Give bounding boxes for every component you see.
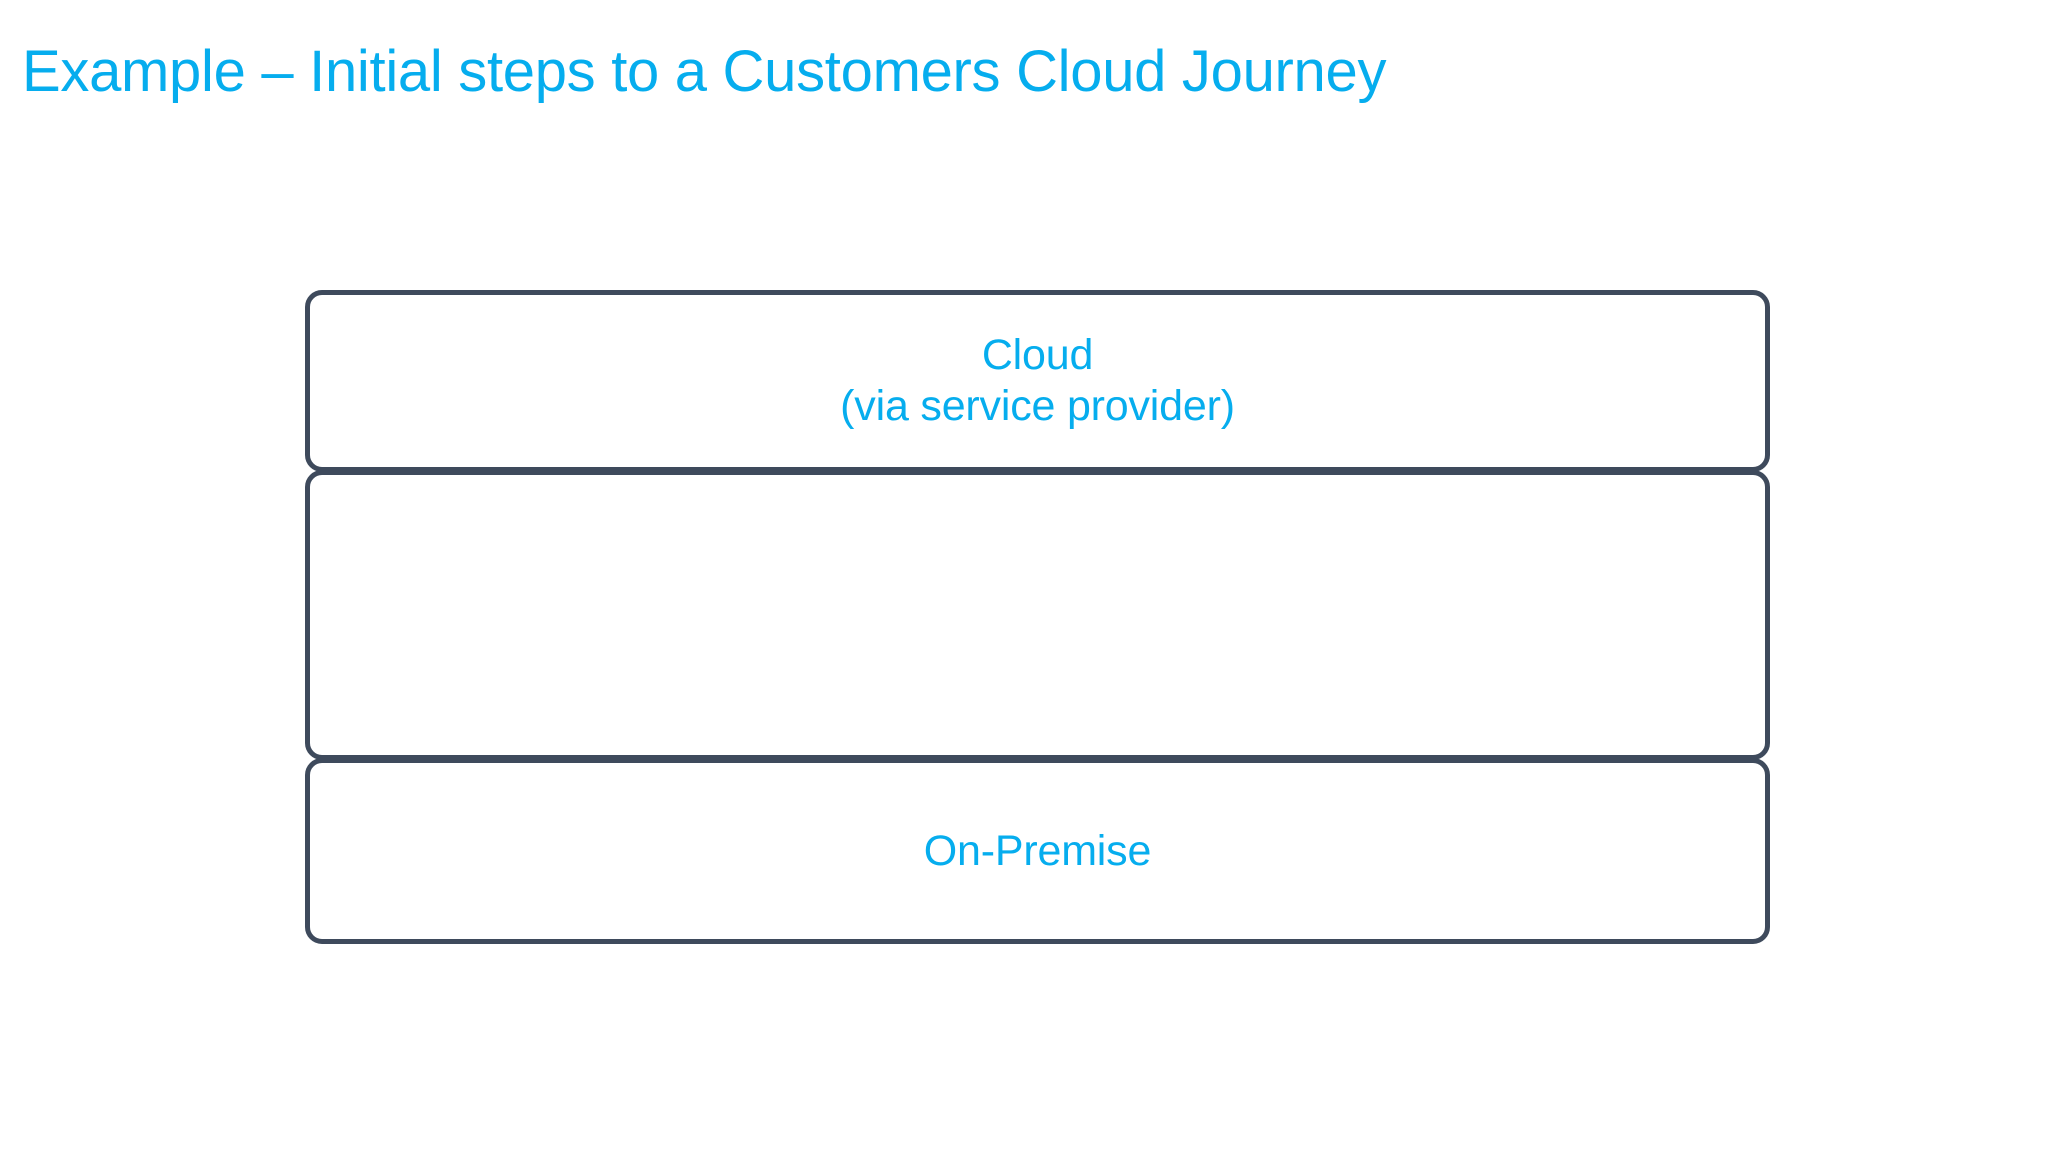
- page-title: Example – Initial steps to a Customers C…: [22, 39, 1387, 104]
- layer-box-on-premise[interactable]: On-Premise: [305, 758, 1770, 944]
- layer-box-middle[interactable]: [305, 470, 1770, 760]
- cloud-journey-layer-stack: Cloud (via service provider) On-Premise: [305, 290, 1770, 944]
- layer-box-cloud-label: Cloud (via service provider): [840, 331, 1235, 430]
- layer-box-on-premise-label: On-Premise: [923, 826, 1152, 875]
- layer-box-cloud[interactable]: Cloud (via service provider): [305, 290, 1770, 472]
